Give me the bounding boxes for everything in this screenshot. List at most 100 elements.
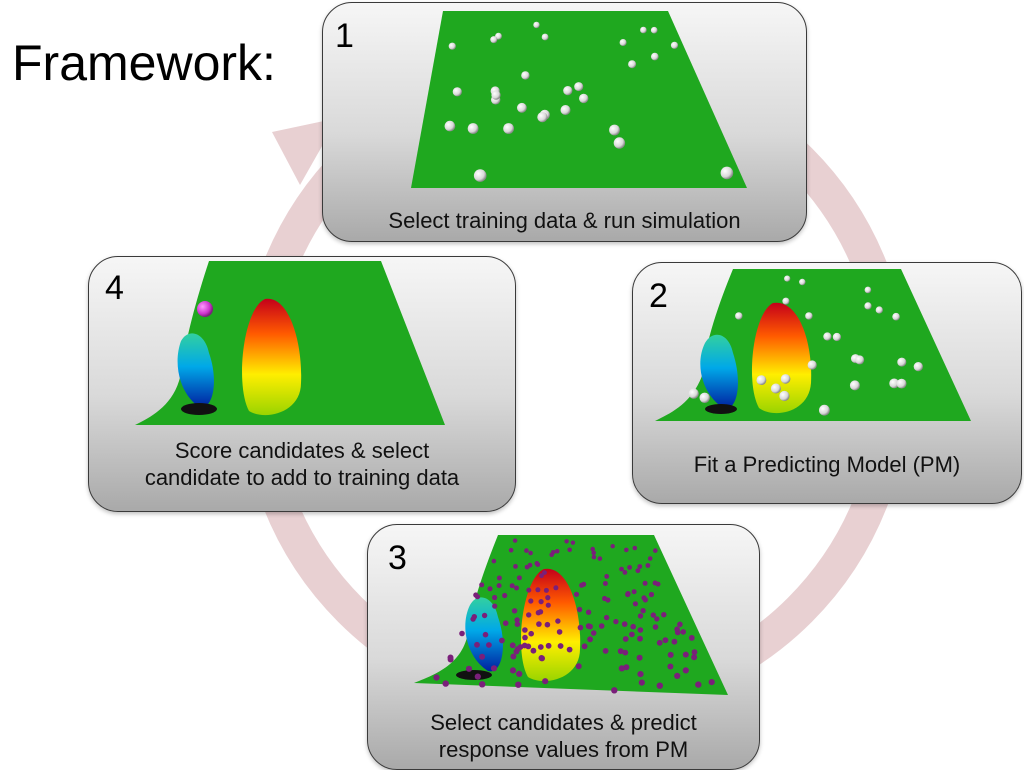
candidate-point: [496, 575, 502, 581]
candidate-point: [433, 674, 440, 681]
candidate-point: [576, 606, 583, 613]
training-point: [913, 362, 923, 372]
training-point: [897, 357, 907, 367]
candidate-point: [625, 591, 631, 597]
candidate-point: [539, 573, 544, 579]
candidate-point: [638, 679, 645, 686]
candidate-point: [585, 609, 592, 615]
candidate-point: [534, 561, 540, 566]
candidate-point: [513, 648, 520, 655]
training-point: [805, 312, 813, 320]
training-point: [444, 120, 456, 132]
training-point: [574, 82, 584, 92]
candidate-point: [587, 636, 593, 643]
training-point: [503, 123, 514, 134]
candidate-point: [442, 680, 449, 687]
fitted-surface-plot: [655, 269, 971, 421]
candidate-point: [621, 621, 628, 627]
flat-surface-plot: [411, 11, 747, 188]
candidate-point: [597, 556, 603, 561]
candidate-point: [553, 585, 559, 591]
candidate-point: [617, 648, 624, 655]
step-number: 2: [649, 277, 668, 315]
candidate-point: [514, 585, 519, 591]
candidate-point: [502, 592, 508, 599]
caption-line: candidate to add to training data: [144, 465, 460, 490]
candidate-point: [662, 637, 669, 644]
candidate-point: [514, 617, 520, 623]
candidate-point: [682, 667, 689, 674]
candidate-point: [667, 663, 674, 670]
scored-surface-plot: [135, 261, 445, 425]
candidate-point: [635, 568, 641, 574]
candidate-point: [543, 587, 549, 593]
candidate-point: [481, 612, 488, 619]
training-points: [688, 275, 923, 416]
candidate-point: [482, 631, 489, 638]
candidate-point: [590, 546, 595, 552]
candidate-point: [591, 554, 597, 560]
caption-line: Select candidates & predict: [430, 710, 697, 735]
candidate-point: [545, 602, 551, 608]
candidate-point: [637, 627, 644, 633]
training-point: [651, 52, 659, 61]
training-point: [619, 39, 627, 46]
candidate-point: [674, 626, 680, 632]
candidate-points: [433, 538, 715, 694]
training-point: [779, 390, 790, 402]
candidate-point: [604, 574, 610, 579]
candidate-point: [648, 591, 655, 598]
training-point: [609, 124, 620, 136]
surface: [411, 11, 747, 188]
trough: [700, 334, 738, 409]
step-number: 3: [388, 539, 407, 577]
candidate-point: [652, 624, 659, 630]
training-point: [784, 275, 791, 282]
training-point: [864, 302, 872, 310]
candidate-point: [486, 642, 492, 648]
candidate-point: [591, 550, 596, 556]
candidate-point: [524, 548, 529, 553]
candidate-point: [637, 635, 643, 642]
candidate-point: [479, 681, 486, 688]
candidate-point: [641, 595, 647, 601]
candidate-point: [579, 582, 585, 588]
training-points: [444, 21, 734, 182]
candidate-point: [522, 627, 528, 633]
training-point: [521, 71, 530, 80]
candidate-point: [645, 563, 651, 568]
step-number: 4: [105, 269, 124, 307]
trough: [177, 333, 214, 408]
candidate-point: [671, 638, 678, 645]
training-point: [467, 123, 479, 134]
candidate-point: [544, 621, 551, 628]
candidate-point: [654, 616, 660, 622]
candidate-point: [622, 636, 629, 642]
candidate-point: [554, 548, 560, 554]
training-point: [889, 378, 900, 389]
candidate-point: [515, 681, 522, 688]
candidate-point: [459, 630, 465, 637]
candidate-point: [627, 565, 632, 570]
candidate-point: [688, 635, 695, 641]
step-caption: Select candidates & predict response val…: [368, 709, 759, 763]
candidate-point: [474, 673, 481, 680]
candidate-point: [603, 614, 610, 621]
candidate-point: [637, 613, 644, 619]
candidate-point: [537, 644, 544, 650]
candidate-point: [573, 591, 580, 597]
training-point: [832, 332, 841, 342]
step-caption: Select training data & run simulation: [323, 207, 806, 234]
candidate-point: [528, 550, 533, 556]
candidate-point: [653, 548, 658, 553]
candidate-point: [656, 682, 663, 689]
training-point: [473, 169, 487, 182]
candidate-point: [622, 649, 629, 656]
candidate-point: [542, 570, 547, 575]
candidate-surface-plot: [414, 535, 728, 695]
candidate-point: [522, 634, 528, 641]
candidate-point: [695, 681, 702, 688]
training-point: [537, 112, 548, 123]
step-number: 1: [335, 17, 354, 55]
candidate-point: [499, 637, 505, 644]
